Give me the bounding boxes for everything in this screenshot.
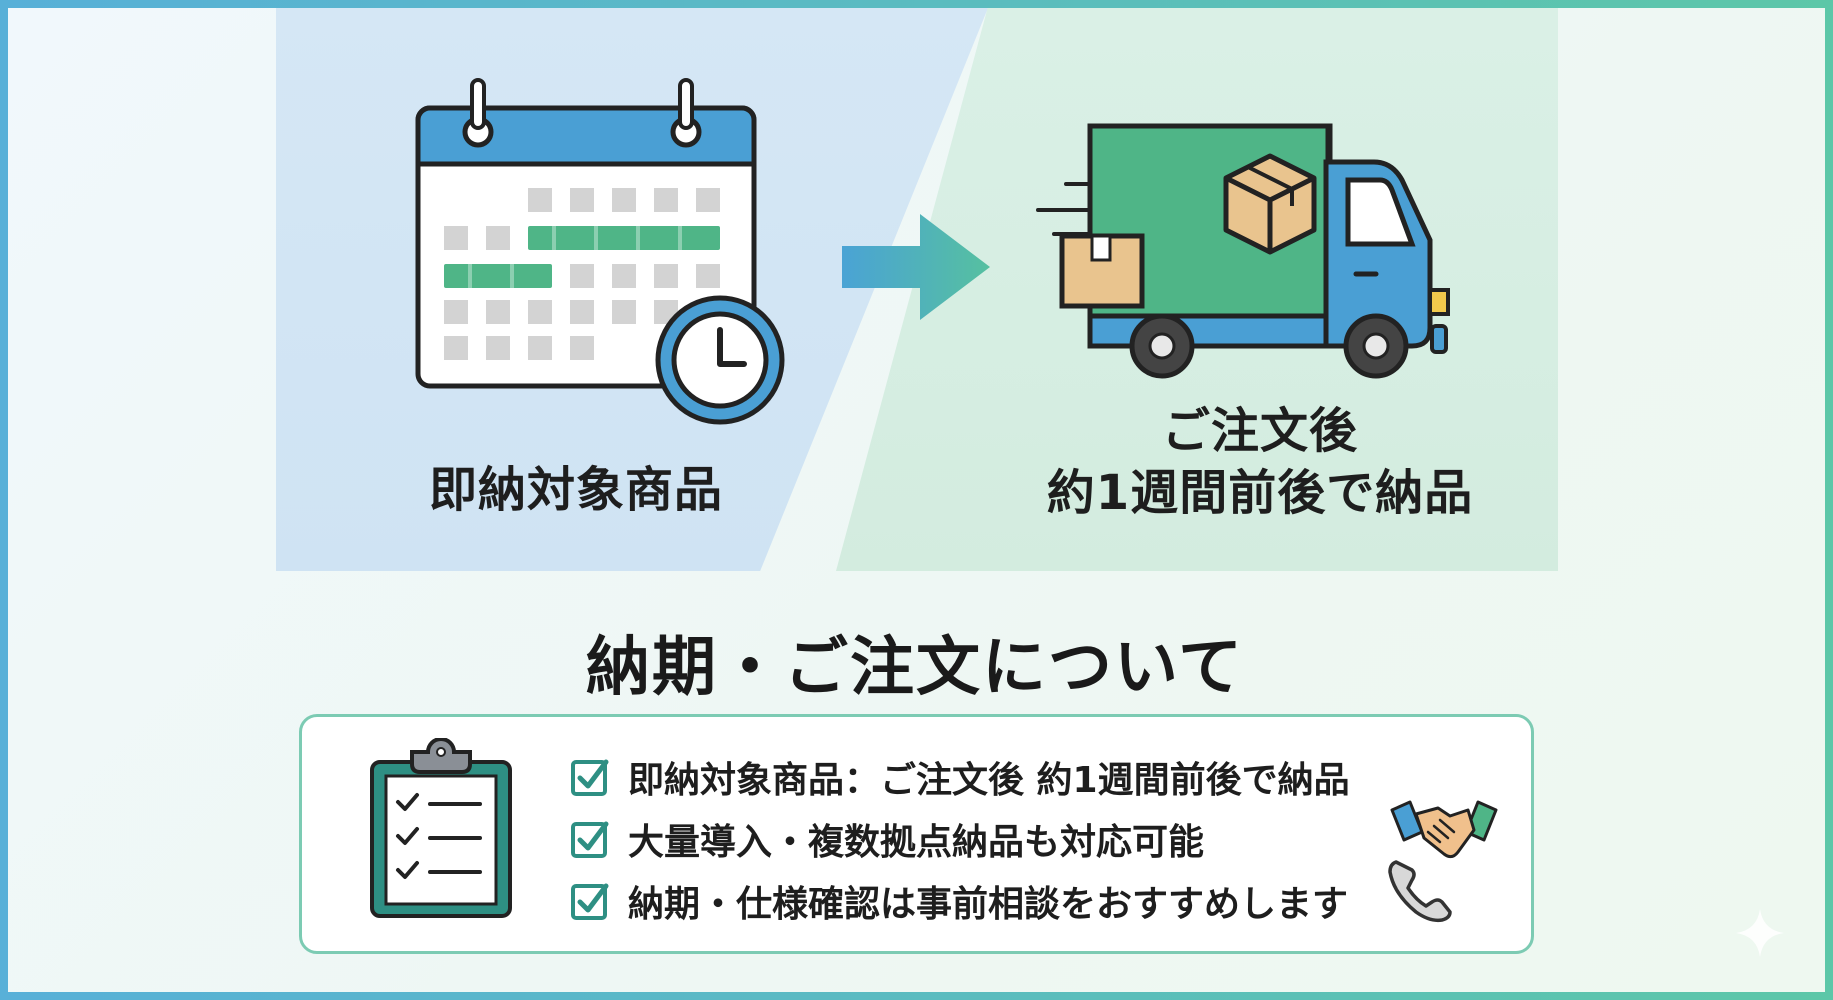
check-item: 納期・仕様確認は事前相談をおすすめします xyxy=(570,870,1350,932)
check-item-text: 即納対象商品：ご注文後 約1週間前後で納品 xyxy=(628,760,1350,801)
check-item: 即納対象商品：ご注文後 約1週間前後で納品 xyxy=(570,746,1350,808)
side-box-icon xyxy=(1059,233,1145,309)
hero-right-label-line1: ご注文後 xyxy=(1161,403,1358,459)
arrow-right-icon xyxy=(842,214,990,320)
hero-left-label: 即納対象商品 xyxy=(428,462,723,518)
hero-right-label-line2: 約1週間前後で納品 xyxy=(1046,465,1474,521)
handshake-icon xyxy=(1390,800,1498,859)
sparkle-icon xyxy=(1736,909,1784,957)
calendar-icon xyxy=(415,78,785,425)
check-item: 大量導入・複数拠点納品も対応可能 xyxy=(570,808,1350,870)
clipboard-checklist-icon xyxy=(370,738,512,918)
checkbox-checked-icon xyxy=(571,883,609,920)
check-item-text: 大量導入・複数拠点納品も対応可能 xyxy=(628,822,1205,863)
clock-icon xyxy=(655,295,785,425)
hero-right-label: ご注文後 約1週間前後で納品 xyxy=(1000,400,1520,524)
check-item-text: 納期・仕様確認は事前相談をおすすめします xyxy=(628,884,1349,925)
check-list: 即納対象商品：ご注文後 約1週間前後で納品 大量導入・複数拠点納品も対応可能 納… xyxy=(570,746,1350,932)
phone-icon xyxy=(1388,860,1452,923)
checkbox-checked-icon xyxy=(571,821,609,858)
section-title: 納期・ご注文について xyxy=(585,631,1245,705)
checkbox-checked-icon xyxy=(571,759,609,796)
delivery-truck-icon xyxy=(1036,123,1450,379)
package-box-icon xyxy=(1223,153,1317,255)
